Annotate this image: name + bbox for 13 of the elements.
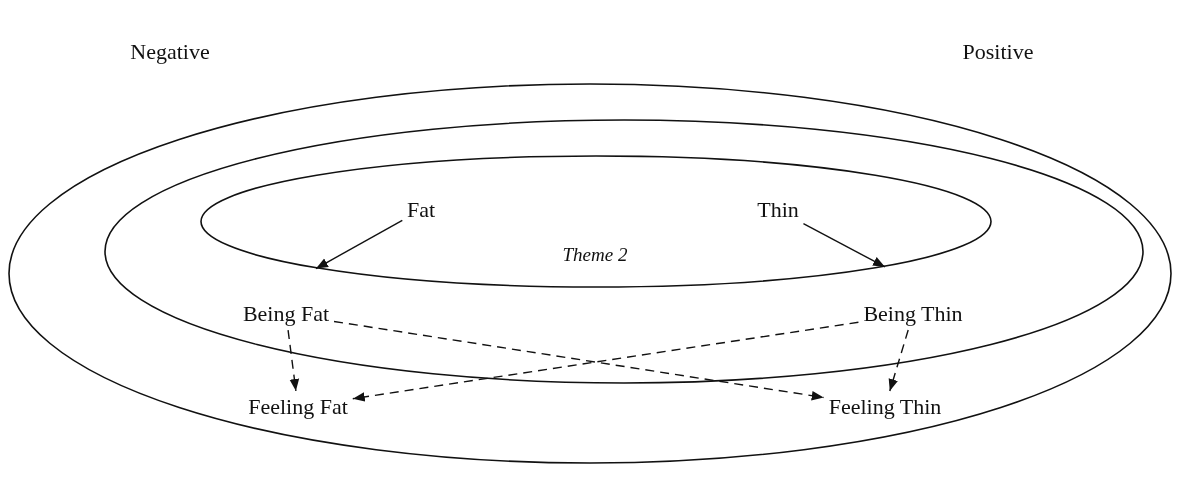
- concept-label: Feeling Fat: [246, 393, 350, 421]
- concept-label: Thin: [755, 196, 801, 224]
- arrow: [802, 222, 886, 268]
- arrow: [287, 329, 300, 392]
- concept-label: Fat: [404, 196, 438, 224]
- concept-label: Feeling Thin: [826, 393, 944, 421]
- arrow: [315, 219, 403, 270]
- concept-label: Being Thin: [861, 300, 965, 328]
- axis-heading: Positive: [962, 39, 1034, 65]
- theme-label: Theme 2: [561, 243, 629, 267]
- axis-heading: Negative: [130, 39, 210, 65]
- arrow: [888, 329, 909, 392]
- concept-label: Being Fat: [240, 300, 332, 328]
